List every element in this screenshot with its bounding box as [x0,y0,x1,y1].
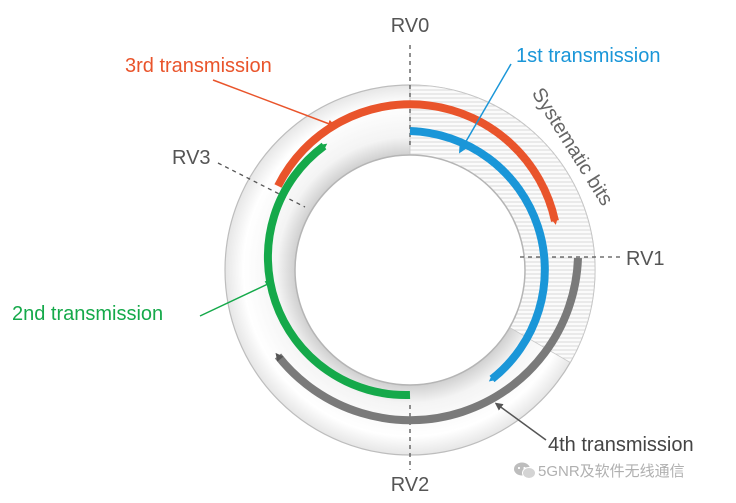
wechat-icon [514,462,536,479]
watermark: 5GNR及软件无线通信 [514,462,685,480]
label-4th-transmission: 4th transmission [548,434,694,456]
label-1st-transmission: 1st transmission [516,45,661,67]
transmission-arc-4th [274,257,582,425]
leader-2nd [199,281,274,317]
watermark-text: 5GNR及软件无线通信 [538,463,685,480]
rv0-label: RV0 [391,15,430,37]
leader-3rd [212,79,336,128]
label-3rd-transmission: 3rd transmission [125,55,272,77]
transmission-arc-1st [409,127,549,383]
transmission-arc-2nd [263,142,411,400]
label-2nd-transmission: 2nd transmission [12,303,163,325]
rv1-label: RV1 [626,248,665,270]
rv2-label: RV2 [391,474,430,496]
rv3-line [217,162,306,208]
transmission-arc-3rd [274,100,559,225]
rv3-label: RV3 [172,147,211,169]
leader-1st [458,63,512,154]
inner-circle [294,154,526,386]
leader-4th [494,402,547,441]
